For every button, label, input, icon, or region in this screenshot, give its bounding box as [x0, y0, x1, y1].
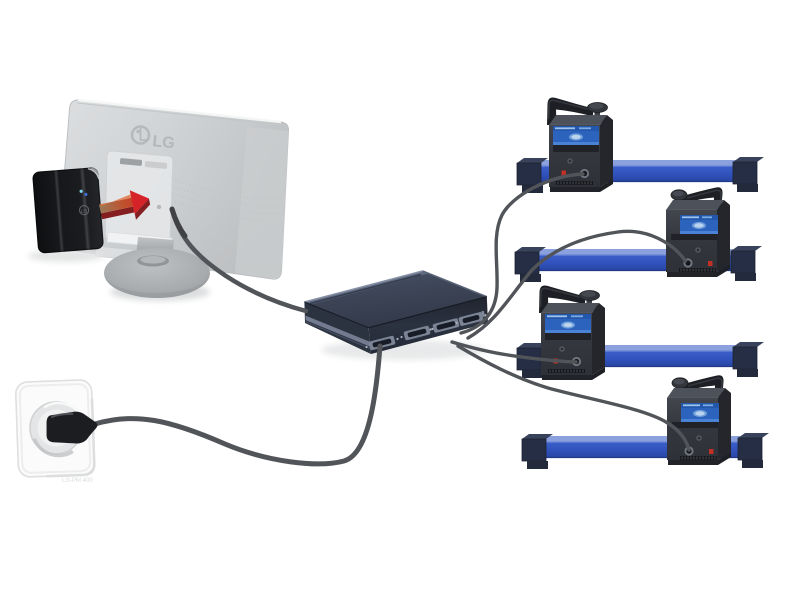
svg-text:LG: LG	[80, 208, 87, 215]
svg-text:LG-PM 400: LG-PM 400	[62, 478, 93, 484]
svg-text:LG: LG	[152, 133, 176, 152]
